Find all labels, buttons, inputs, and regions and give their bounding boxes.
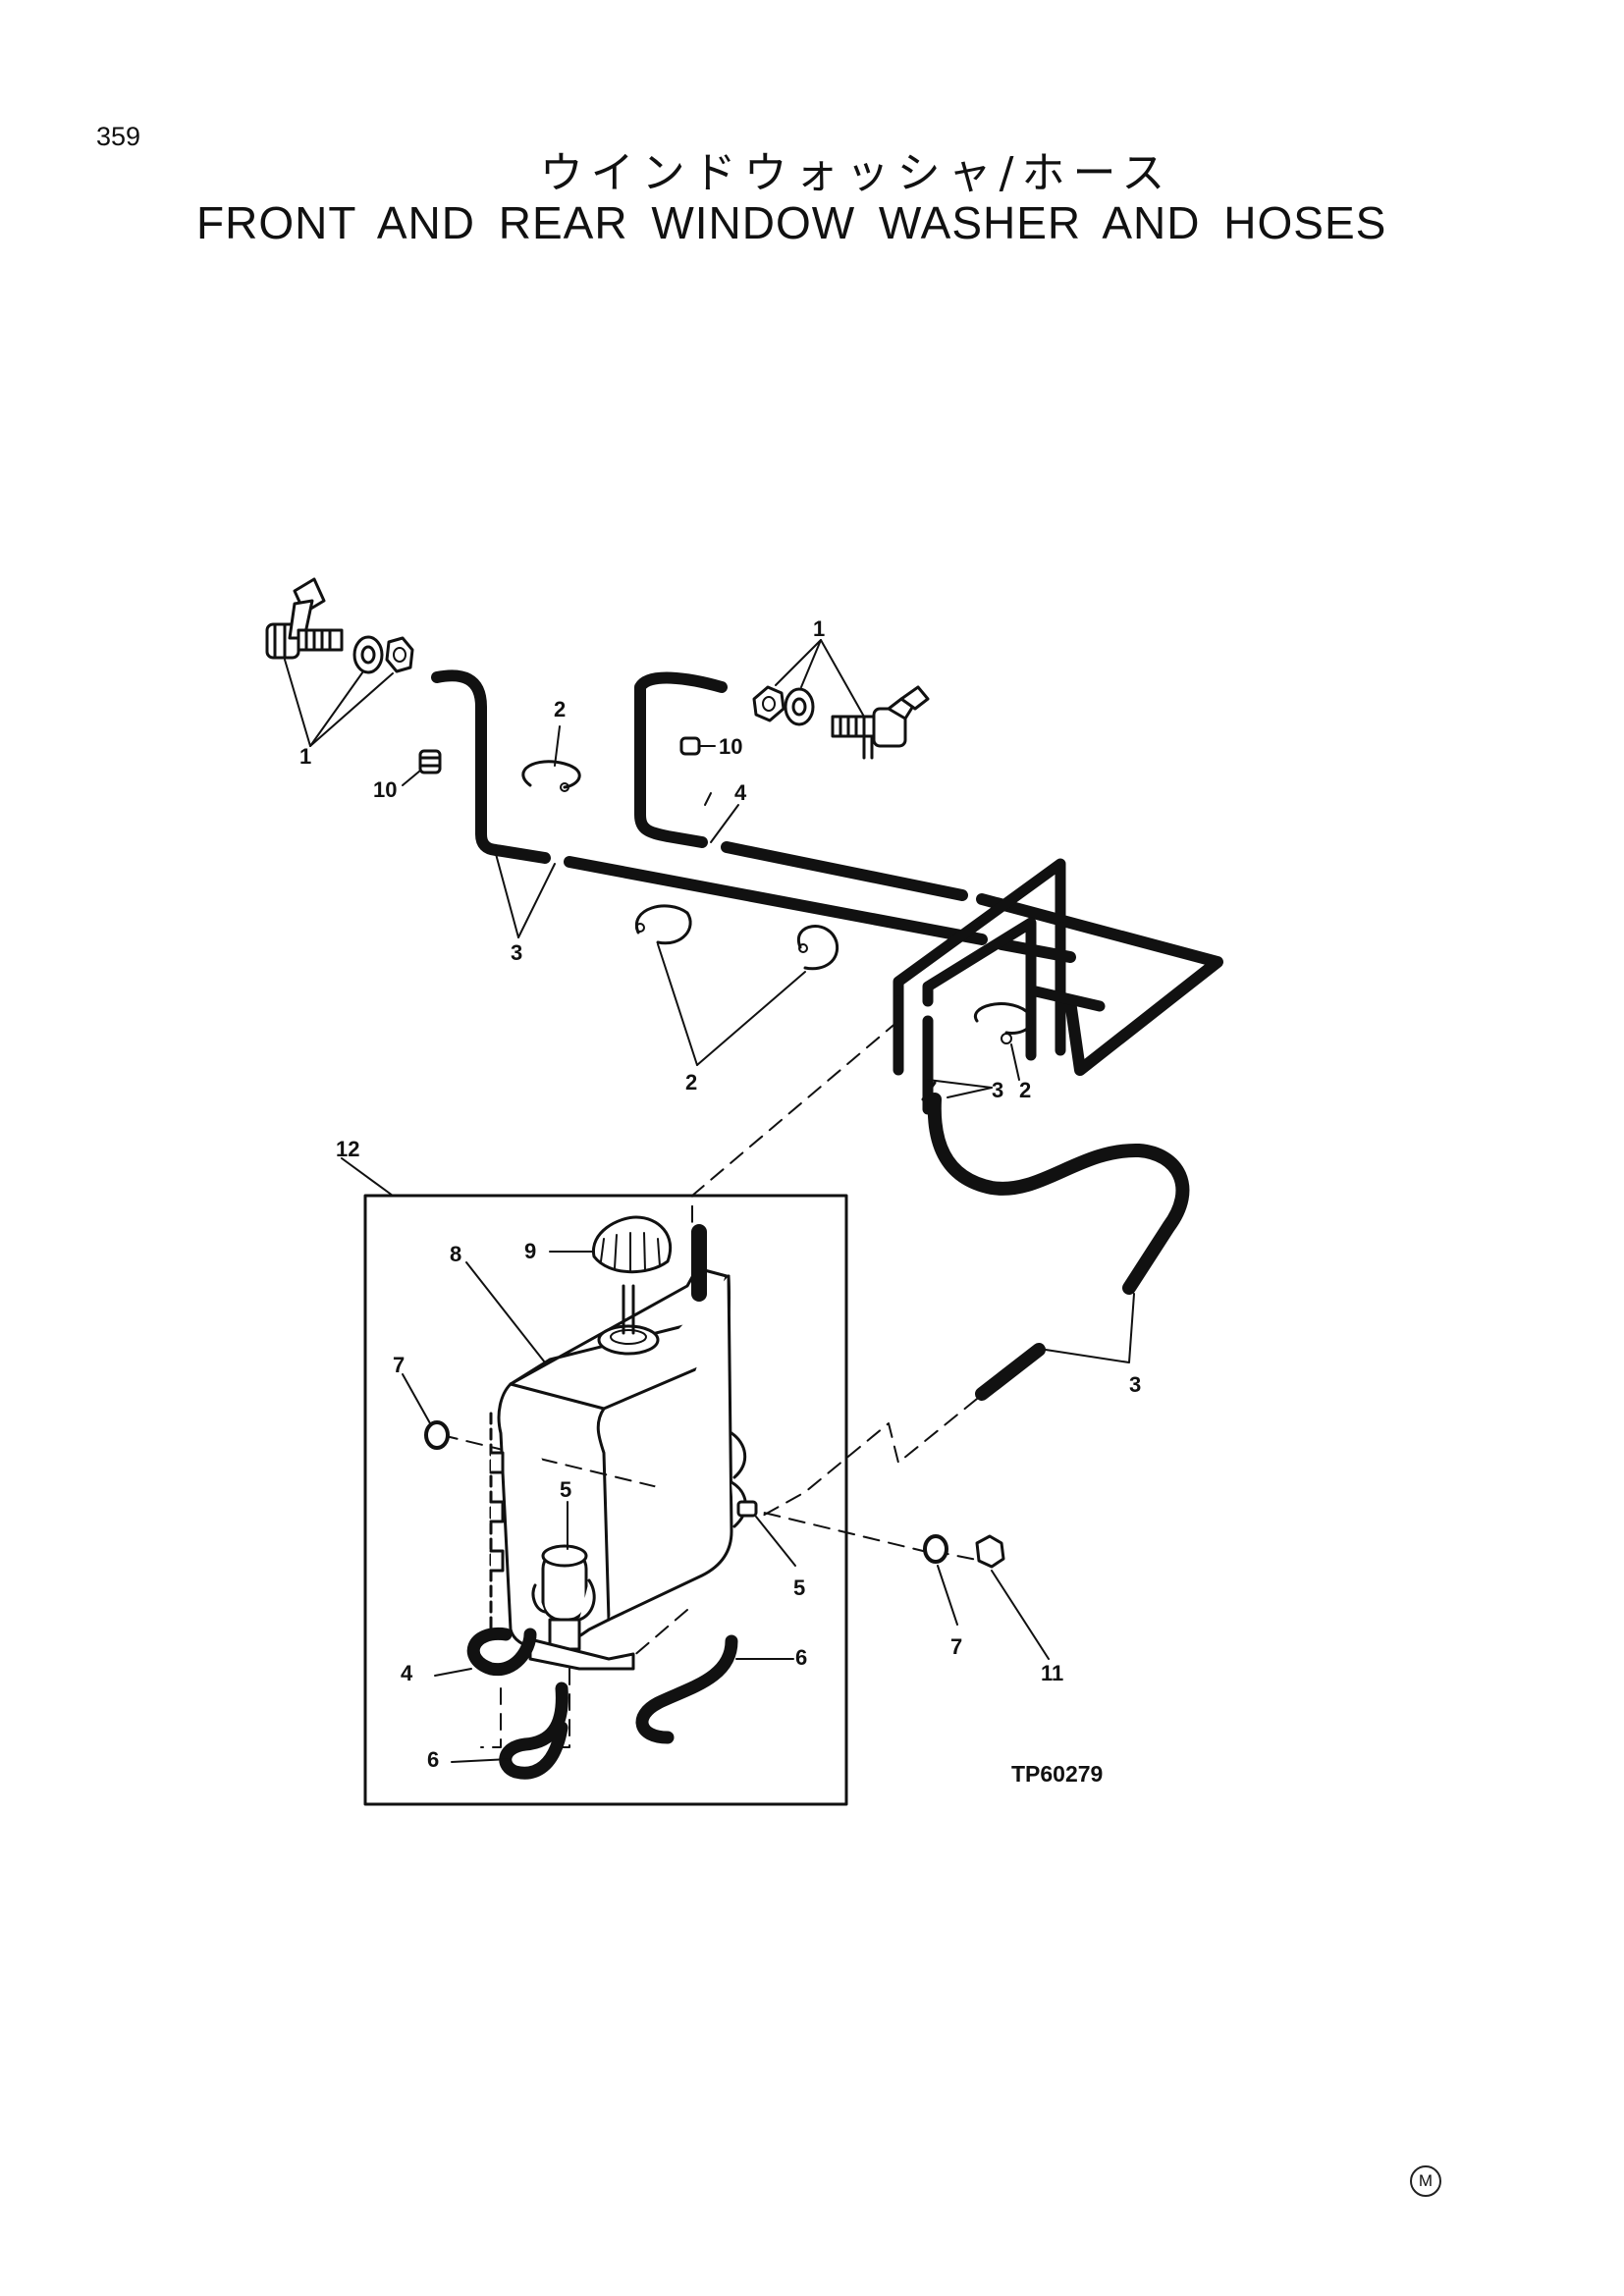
left-washer <box>352 635 384 674</box>
side-grommet <box>736 1500 758 1518</box>
callout-11: 11 <box>1041 1661 1063 1685</box>
callout-7-right: 7 <box>950 1634 962 1659</box>
callout-1-right: 1 <box>813 616 825 641</box>
callout-12: 12 <box>336 1137 359 1161</box>
left-nozzle-elbow <box>265 577 344 660</box>
callout-2-right: 2 <box>1019 1078 1031 1102</box>
clamp-right <box>973 1002 1033 1036</box>
hose-3-left <box>431 669 1076 963</box>
figure-code: TP60279 <box>1011 1761 1103 1787</box>
callout-3-low: 3 <box>1129 1372 1141 1397</box>
callout-5-right: 5 <box>793 1575 805 1600</box>
callout-10-right: 10 <box>719 734 742 759</box>
washer-kit-box <box>363 1194 848 1806</box>
hose-4-bottom <box>466 1628 537 1677</box>
left-nut <box>385 636 414 673</box>
right-nut <box>752 685 785 722</box>
clamp-mid-left <box>634 904 692 945</box>
callout-4-top: 4 <box>734 780 747 805</box>
nut-11 <box>975 1534 1005 1569</box>
page-number: 359 <box>96 122 141 151</box>
washer-tank <box>489 1266 747 1650</box>
left-cap-nut <box>418 749 442 774</box>
callout-5-top: 5 <box>560 1477 571 1502</box>
tank-cap <box>592 1215 673 1274</box>
right-cap-nut <box>679 736 701 756</box>
hose-6-right <box>635 1634 738 1744</box>
callout-2-mid: 2 <box>685 1070 697 1095</box>
callout-1-left: 1 <box>299 744 311 769</box>
callout-2-top: 2 <box>554 697 566 721</box>
clamp-top <box>521 760 581 789</box>
callout-4-bottom: 4 <box>401 1661 413 1685</box>
hose-4-right <box>634 671 1223 1076</box>
callout-3-left: 3 <box>511 940 522 965</box>
callout-6-right: 6 <box>795 1645 807 1670</box>
callout-7-left: 7 <box>393 1353 405 1377</box>
grommet-right <box>923 1534 948 1564</box>
right-washer <box>784 687 815 726</box>
grommet-left <box>424 1420 450 1450</box>
clamp-mid-right <box>796 925 839 971</box>
circled-m-mark: M <box>1410 2165 1441 2197</box>
callout-3-right: 3 <box>992 1078 1003 1102</box>
hose-6-left <box>499 1682 568 1780</box>
callout-9: 9 <box>524 1239 536 1263</box>
callout-10-left: 10 <box>373 777 397 802</box>
right-nozzle-elbow <box>831 685 930 760</box>
callout-6-left: 6 <box>427 1747 439 1772</box>
callout-8: 8 <box>450 1242 461 1266</box>
title-japanese: ウインドウォッシャ/ホース <box>539 148 1173 198</box>
washer-pump <box>528 1544 635 1671</box>
title-english: FRONT AND REAR WINDOW WASHER AND HOSES <box>196 197 1387 248</box>
hose-3-short <box>975 1343 1046 1401</box>
hose-3-lower-s <box>927 1093 1190 1295</box>
